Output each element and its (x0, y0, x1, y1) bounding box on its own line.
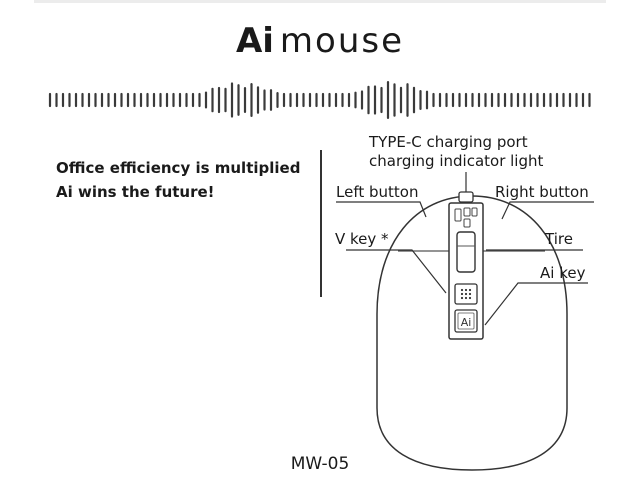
brand-prefix: Ai (235, 21, 274, 61)
scroll-wheel (456, 231, 476, 273)
slogan-line-1: Office efficiency is multiplied (56, 159, 301, 177)
top-divider (34, 0, 606, 3)
charging-indicator (454, 208, 462, 222)
brand-suffix: mouse (279, 21, 405, 61)
type-c-port (458, 191, 474, 203)
label-type-c-port: TYPE-C charging port (369, 133, 528, 151)
label-charging-indicator: charging indicator light (369, 152, 544, 170)
label-right-button: Right button (495, 183, 589, 201)
mouse-body-outline (376, 195, 568, 471)
label-ai-key: Ai key (540, 264, 586, 282)
model-number: MW-05 (290, 454, 350, 474)
label-v-key: V key * (335, 230, 389, 248)
label-tire: Tire (545, 230, 573, 248)
ai-key-glyph: Ai (461, 316, 472, 329)
label-left-button: Left button (336, 183, 419, 201)
leader-left-button (336, 201, 427, 218)
leader-ai-key (484, 282, 588, 326)
slogan-line-2: Ai wins the future! (56, 183, 215, 201)
sound-wave-decoration (48, 80, 591, 120)
leader-v-key (346, 249, 447, 294)
ai-key (454, 309, 478, 333)
leader-right-button (501, 201, 594, 220)
